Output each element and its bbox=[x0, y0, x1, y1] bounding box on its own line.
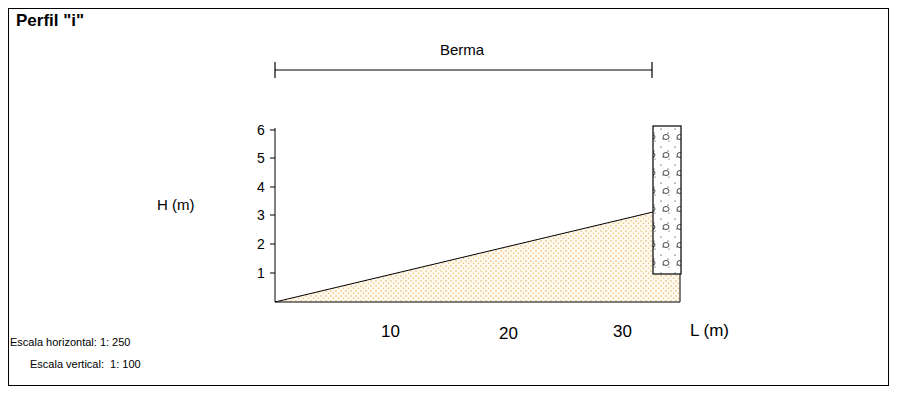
tick-label: 30 bbox=[613, 322, 632, 342]
tick-label: 6 bbox=[257, 122, 265, 138]
axis-title: H (m) bbox=[157, 196, 195, 213]
scale-note: Escala vertical: 1: 100 bbox=[30, 358, 141, 371]
scale-note: Escala horizontal: 1: 250 bbox=[10, 336, 130, 349]
frame-border bbox=[8, 8, 889, 386]
sand-fill bbox=[275, 212, 680, 302]
tick-label: 1 bbox=[257, 265, 265, 281]
tick-label: 10 bbox=[381, 322, 400, 342]
tick-label: 2 bbox=[257, 236, 265, 252]
axis-title: L (m) bbox=[690, 321, 729, 341]
slope-line bbox=[275, 212, 653, 302]
tick-label: 5 bbox=[257, 150, 265, 166]
rock-wall bbox=[653, 126, 681, 274]
tick-label: 4 bbox=[257, 179, 265, 195]
tick-label: 3 bbox=[257, 207, 265, 223]
tick-label: 20 bbox=[499, 324, 518, 344]
axes bbox=[270, 128, 680, 302]
berma-label: Berma bbox=[440, 41, 484, 58]
berma-bracket bbox=[275, 62, 652, 78]
diagram-title: Perfil "i" bbox=[16, 11, 84, 31]
